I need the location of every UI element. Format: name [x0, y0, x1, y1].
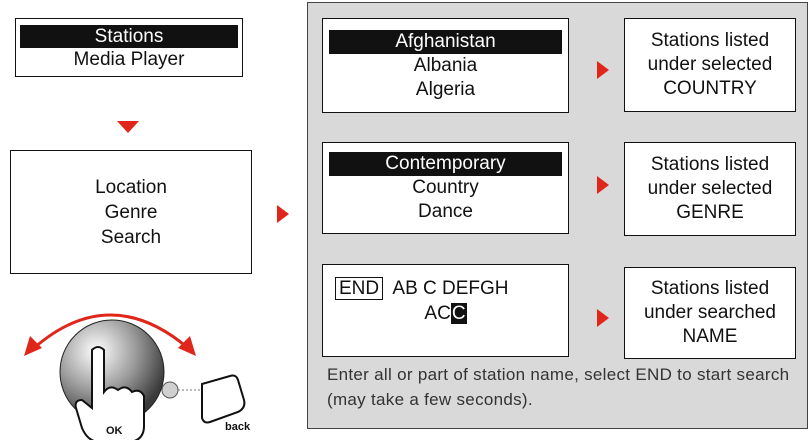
- back-hand-icon: [201, 374, 246, 424]
- search-letters[interactable]: AB C DEFGH: [392, 278, 509, 299]
- menu-item-search[interactable]: Search: [100, 226, 162, 248]
- right-arrow-icon: [597, 61, 609, 79]
- right-arrow-icon: [597, 176, 609, 194]
- menu-item-genre[interactable]: Genre: [104, 201, 158, 223]
- search-result-box: Stations listed under searched NAME: [624, 267, 796, 359]
- search-entry-text: AC: [424, 303, 451, 324]
- result-line: Stations listed: [650, 154, 770, 175]
- genre-list-box: Contemporary Country Dance: [322, 142, 569, 234]
- stations-menu-box: Location Genre Search: [10, 150, 252, 274]
- right-arrow-icon: [277, 205, 289, 223]
- main-menu-box: Stations Media Player: [15, 18, 243, 77]
- end-key[interactable]: END: [335, 277, 384, 300]
- result-line: under selected: [647, 54, 773, 75]
- search-cursor[interactable]: C: [450, 303, 467, 324]
- menu-item-location[interactable]: Location: [95, 176, 167, 198]
- genre-item[interactable]: Country: [412, 177, 479, 198]
- rotate-right-arrow-icon: [178, 336, 196, 356]
- menu-item-stations[interactable]: Stations: [20, 24, 238, 48]
- result-line: Stations listed: [650, 278, 770, 299]
- country-item[interactable]: Algeria: [415, 78, 476, 100]
- genre-item[interactable]: Dance: [418, 201, 473, 222]
- result-line: GENRE: [676, 202, 744, 223]
- ok-label: OK: [106, 425, 123, 437]
- result-line: under searched: [643, 302, 777, 323]
- result-line: Stations listed: [650, 30, 770, 51]
- remote-control-illustration: OK back: [24, 313, 251, 440]
- genre-result-box: Stations listed under selected GENRE: [624, 142, 796, 236]
- search-box: END AB C DEFGH ACC: [322, 264, 569, 357]
- country-list-box: Afghanistan Albania Algeria: [322, 18, 569, 113]
- right-arrow-icon: [597, 309, 609, 327]
- country-item-selected[interactable]: Afghanistan: [329, 29, 562, 54]
- back-button-icon: [161, 381, 179, 399]
- back-label: back: [225, 421, 251, 433]
- country-item[interactable]: Albania: [413, 54, 478, 76]
- country-result-box: Stations listed under selected COUNTRY: [624, 18, 796, 112]
- result-line: NAME: [682, 326, 738, 347]
- genre-item-selected[interactable]: Contemporary: [329, 152, 562, 176]
- rotate-left-arrow-icon: [24, 336, 42, 356]
- result-line: under selected: [647, 178, 773, 199]
- down-arrow-icon: [117, 121, 139, 133]
- menu-item-media-player[interactable]: Media Player: [73, 48, 185, 70]
- ok-hand-icon: [74, 346, 145, 440]
- result-line: COUNTRY: [663, 78, 757, 99]
- search-caption: Enter all or part of station name, selec…: [327, 365, 790, 409]
